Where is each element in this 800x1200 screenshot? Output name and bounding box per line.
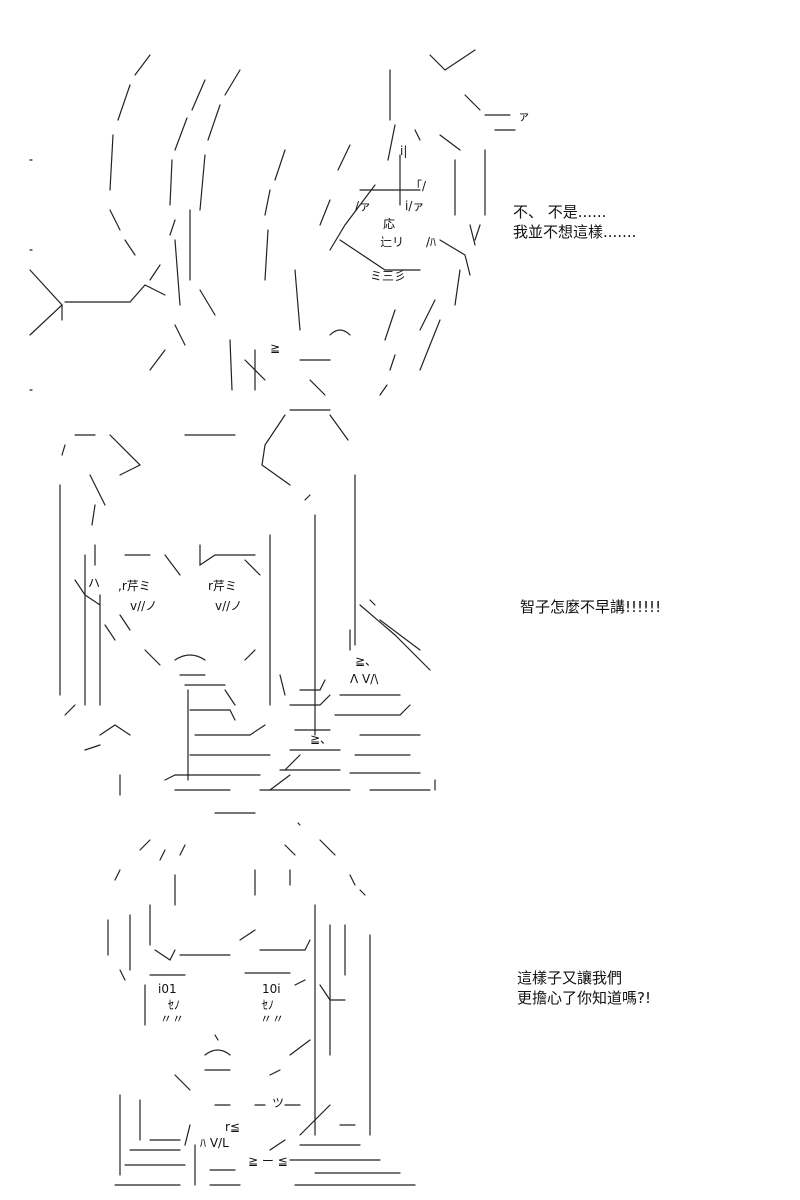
dialogue-line: 我並不想這樣.......: [513, 223, 637, 241]
panel-3: i01 10i ｾﾉ ｾﾉ 〃〃 〃〃 ツ r≦ ﾊ V/L ≧ ー ≦ 這樣子…: [0, 805, 800, 1195]
dialogue-text: 智子怎麼不早講!!!!!!: [520, 597, 661, 617]
art-mark: 10i: [262, 982, 281, 996]
art-mark: v//ノ: [130, 599, 158, 613]
art-mark: ァ: [518, 109, 531, 123]
art-mark: i|: [400, 144, 408, 158]
dialogue-line: 智子怎麼不早講!!!!!!: [520, 598, 662, 616]
art-mark: r芹ミ: [208, 579, 237, 593]
art-mark: i01: [158, 982, 177, 996]
art-mark: ≧: [270, 341, 281, 355]
panel-1: ァ i| 「/ i/ァ /ァ 応 辷リ /ﾊ ミ三彡 ≧ 不、 不是......…: [0, 40, 800, 400]
dialogue-text: 這樣子又讓我們 更擔心了你知道嗎?!: [517, 968, 651, 1008]
art-mark: Λ V/\: [350, 672, 379, 686]
dialogue-line: 更擔心了你知道嗎?!: [517, 989, 651, 1007]
art-mark: ≧ ー ≦: [248, 1154, 288, 1168]
art-mark: v//ノ: [215, 599, 243, 613]
art-mark: /ァ: [355, 199, 372, 213]
ascii-art-character-1: [29, 49, 516, 396]
panel-2: ハ ,r芹ミ r芹ミ v//ノ v//ノ ≧、 Λ V/\ ≧、 智子怎麼不早講…: [0, 405, 800, 805]
art-mark: ｾﾉ: [262, 998, 275, 1012]
art-mark: ハ: [88, 576, 101, 590]
art-mark: ﾊ V/L: [200, 1136, 229, 1150]
art-mark: r≦: [225, 1120, 240, 1134]
art-mark: 辷リ: [380, 235, 405, 249]
art-mark: 〃〃: [260, 1012, 285, 1026]
art-mark: 〃〃: [160, 1012, 185, 1026]
art-mark: 応: [383, 217, 396, 231]
art-mark: ≧、: [355, 654, 378, 668]
art-mark: i/ァ: [405, 199, 425, 213]
dialogue-text: 不、 不是...... 我並不想這樣.......: [513, 202, 636, 242]
ascii-art-character-2: [59, 409, 436, 796]
dialogue-line: 不、 不是......: [513, 203, 607, 221]
art-mark: ｾﾉ: [168, 998, 181, 1012]
dialogue-line: 這樣子又讓我們: [517, 969, 623, 987]
ascii-art-character-3: [107, 812, 416, 1186]
art-mark: ≧、: [310, 732, 333, 746]
art-mark: ,r芹ミ: [118, 579, 151, 593]
art-mark: ミ三彡: [370, 269, 407, 283]
art-mark: ツ: [272, 1096, 285, 1110]
art-mark: /ﾊ: [426, 235, 437, 249]
art-mark: 「/: [410, 179, 427, 193]
